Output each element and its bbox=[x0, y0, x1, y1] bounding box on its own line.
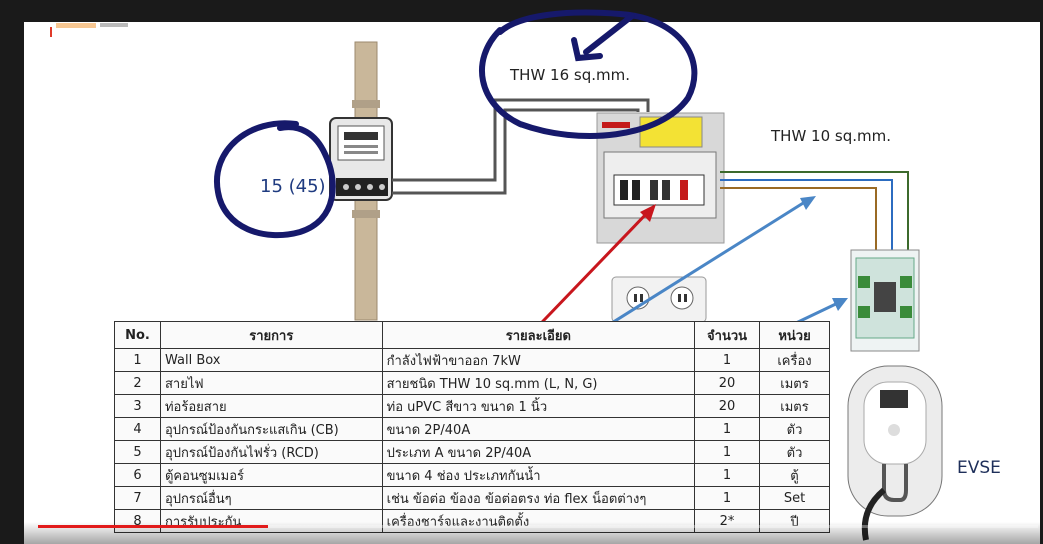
cell-detail: ท่อ uPVC สีขาว ขนาด 1 นิ้ว bbox=[381, 394, 696, 418]
table-row: 5 อุปกรณ์ป้องกันไฟรั่ว (RCD) ประเภท A ขน… bbox=[114, 440, 830, 464]
video-progress-bar[interactable] bbox=[38, 525, 1038, 528]
cell-qty: 1 bbox=[694, 440, 761, 464]
cell-qty: 20 bbox=[694, 394, 761, 418]
col-header-item: รายการ bbox=[159, 321, 383, 349]
cell-qty: 20 bbox=[694, 371, 761, 395]
cell-unit: เมตร bbox=[759, 371, 830, 395]
table-row: 7 อุปกรณ์อื่นๆ เช่น ข้อต่อ ข้องอ ข้อต่อต… bbox=[114, 486, 830, 510]
cell-unit: ตัว bbox=[759, 417, 830, 441]
cell-unit: เมตร bbox=[759, 394, 830, 418]
cell-unit: Set bbox=[759, 486, 830, 510]
table-row: 1 Wall Box กำลังไฟฟ้าขาออก 7kW 1 เครื่อง bbox=[114, 348, 830, 372]
cell-item: ตู้คอนซูมเมอร์ bbox=[159, 463, 383, 487]
cell-detail: ขนาด 4 ช่อง ประเภทกันน้ำ bbox=[381, 463, 696, 487]
channel-logo bbox=[50, 22, 140, 37]
cell-item: อุปกรณ์อื่นๆ bbox=[159, 486, 383, 510]
cell-detail: เช่น ข้อต่อ ข้องอ ข้อต่อตรง ท่อ flex น็อ… bbox=[381, 486, 696, 510]
table-row: 3 ท่อร้อยสาย ท่อ uPVC สีขาว ขนาด 1 นิ้ว … bbox=[114, 394, 830, 418]
evse-label: EVSE bbox=[957, 458, 1001, 478]
cell-qty: 1 bbox=[694, 486, 761, 510]
cell-item: สายไฟ bbox=[159, 371, 383, 395]
annotation-arrow-icon bbox=[571, 13, 635, 62]
cell-no: 8 bbox=[114, 509, 161, 533]
cell-qty: 1 bbox=[694, 417, 761, 441]
cell-unit: ตู้ bbox=[759, 463, 830, 487]
waterproof-consumer-box-icon bbox=[850, 249, 920, 352]
ev-charger-icon bbox=[847, 365, 943, 541]
cell-no: 2 bbox=[114, 371, 161, 395]
table-row: 2 สายไฟ สายชนิด THW 10 sq.mm (L, N, G) 2… bbox=[114, 371, 830, 395]
cell-item: อุปกรณ์ป้องกันไฟรั่ว (RCD) bbox=[159, 440, 383, 464]
annotation-circle-thw16 bbox=[479, 9, 698, 139]
cell-detail: ประเภท A ขนาด 2P/40A bbox=[381, 440, 696, 464]
cell-no: 6 bbox=[114, 463, 161, 487]
power-outlet-icon bbox=[611, 276, 707, 323]
cell-qty: 2* bbox=[694, 509, 761, 533]
cell-item: อุปกรณ์ป้องกันกระแสเกิน (CB) bbox=[159, 417, 383, 441]
video-progress-fill bbox=[38, 525, 268, 528]
cell-item: Wall Box bbox=[159, 348, 383, 372]
thw10-label: THW 10 sq.mm. bbox=[771, 127, 891, 145]
annotation-circle-meter bbox=[213, 120, 336, 239]
cell-qty: 1 bbox=[694, 463, 761, 487]
video-progress-area bbox=[24, 522, 1040, 544]
cell-detail: ขนาด 2P/40A bbox=[381, 417, 696, 441]
table-row: 4 อุปกรณ์ป้องกันกระแสเกิน (CB) ขนาด 2P/4… bbox=[114, 417, 830, 441]
equipment-table: No. รายการ รายละเอียด จำนวน หน่วย 1 Wall… bbox=[114, 321, 830, 533]
col-header-unit: หน่วย bbox=[759, 321, 830, 349]
thw16-label: THW 16 sq.mm. bbox=[510, 66, 630, 84]
table-row: 6 ตู้คอนซูมเมอร์ ขนาด 4 ช่อง ประเภทกันน้… bbox=[114, 463, 830, 487]
cell-qty: 1 bbox=[694, 348, 761, 372]
cell-no: 3 bbox=[114, 394, 161, 418]
meter-rating-label: 15 (45) bbox=[260, 176, 326, 197]
cell-detail: กำลังไฟฟ้าขาออก 7kW bbox=[381, 348, 696, 372]
cell-detail: เครื่องชาร์จและงานติดตั้ง bbox=[381, 509, 696, 533]
cell-no: 4 bbox=[114, 417, 161, 441]
cell-no: 1 bbox=[114, 348, 161, 372]
cell-unit: ปี bbox=[759, 509, 830, 533]
cell-item: ท่อร้อยสาย bbox=[159, 394, 383, 418]
col-header-qty: จำนวน bbox=[694, 321, 761, 349]
cell-detail: สายชนิด THW 10 sq.mm (L, N, G) bbox=[381, 371, 696, 395]
cell-unit: ตัว bbox=[759, 440, 830, 464]
electric-meter-icon bbox=[329, 117, 393, 201]
cell-unit: เครื่อง bbox=[759, 348, 830, 372]
cell-no: 7 bbox=[114, 486, 161, 510]
table-header-row: No. รายการ รายละเอียด จำนวน หน่วย bbox=[114, 321, 830, 349]
col-header-detail: รายละเอียด bbox=[381, 321, 696, 349]
cell-no: 5 bbox=[114, 440, 161, 464]
col-header-no: No. bbox=[114, 321, 161, 349]
